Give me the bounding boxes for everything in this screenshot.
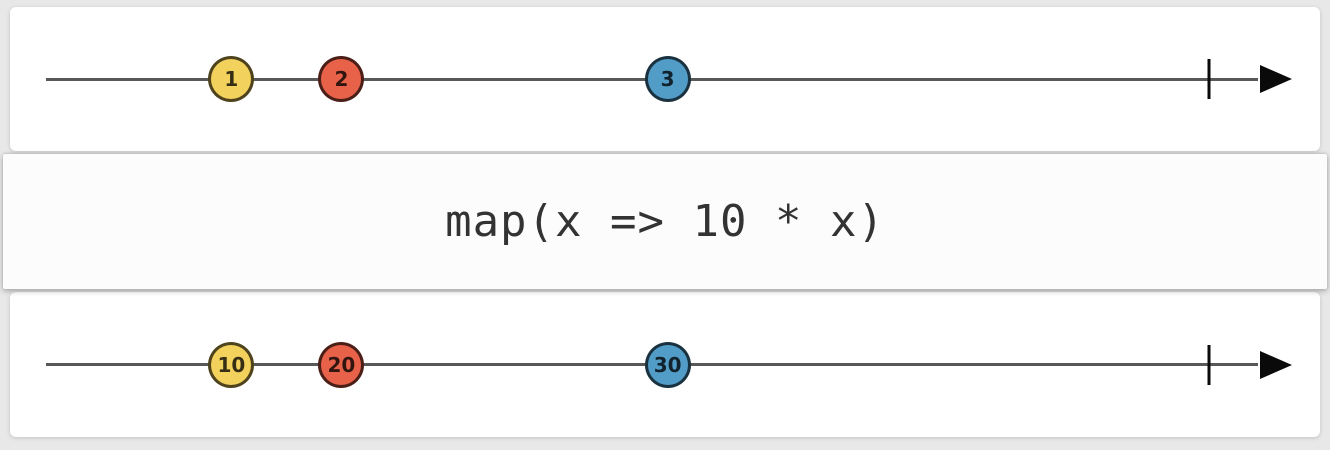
output-stream-card: 10 20 30 xyxy=(10,292,1320,437)
marble: 20 xyxy=(318,341,365,388)
marble[interactable]: 2 xyxy=(318,56,365,102)
arrowhead-icon xyxy=(1260,350,1292,379)
input-timeline: 1 2 3 xyxy=(10,7,1320,151)
input-stream-card: 1 2 3 xyxy=(10,7,1320,151)
output-timeline: 10 20 30 xyxy=(10,292,1320,437)
operator-box: map(x => 10 * x) xyxy=(3,154,1327,289)
operator-label: map(x => 10 * x) xyxy=(445,196,885,247)
input-complete-tick[interactable] xyxy=(1207,59,1211,99)
output-complete-tick xyxy=(1207,344,1211,385)
arrowhead-icon xyxy=(1260,65,1292,93)
marble[interactable]: 1 xyxy=(208,56,255,102)
marble: 10 xyxy=(208,341,255,388)
marble: 30 xyxy=(644,341,691,388)
marble[interactable]: 3 xyxy=(644,56,691,102)
